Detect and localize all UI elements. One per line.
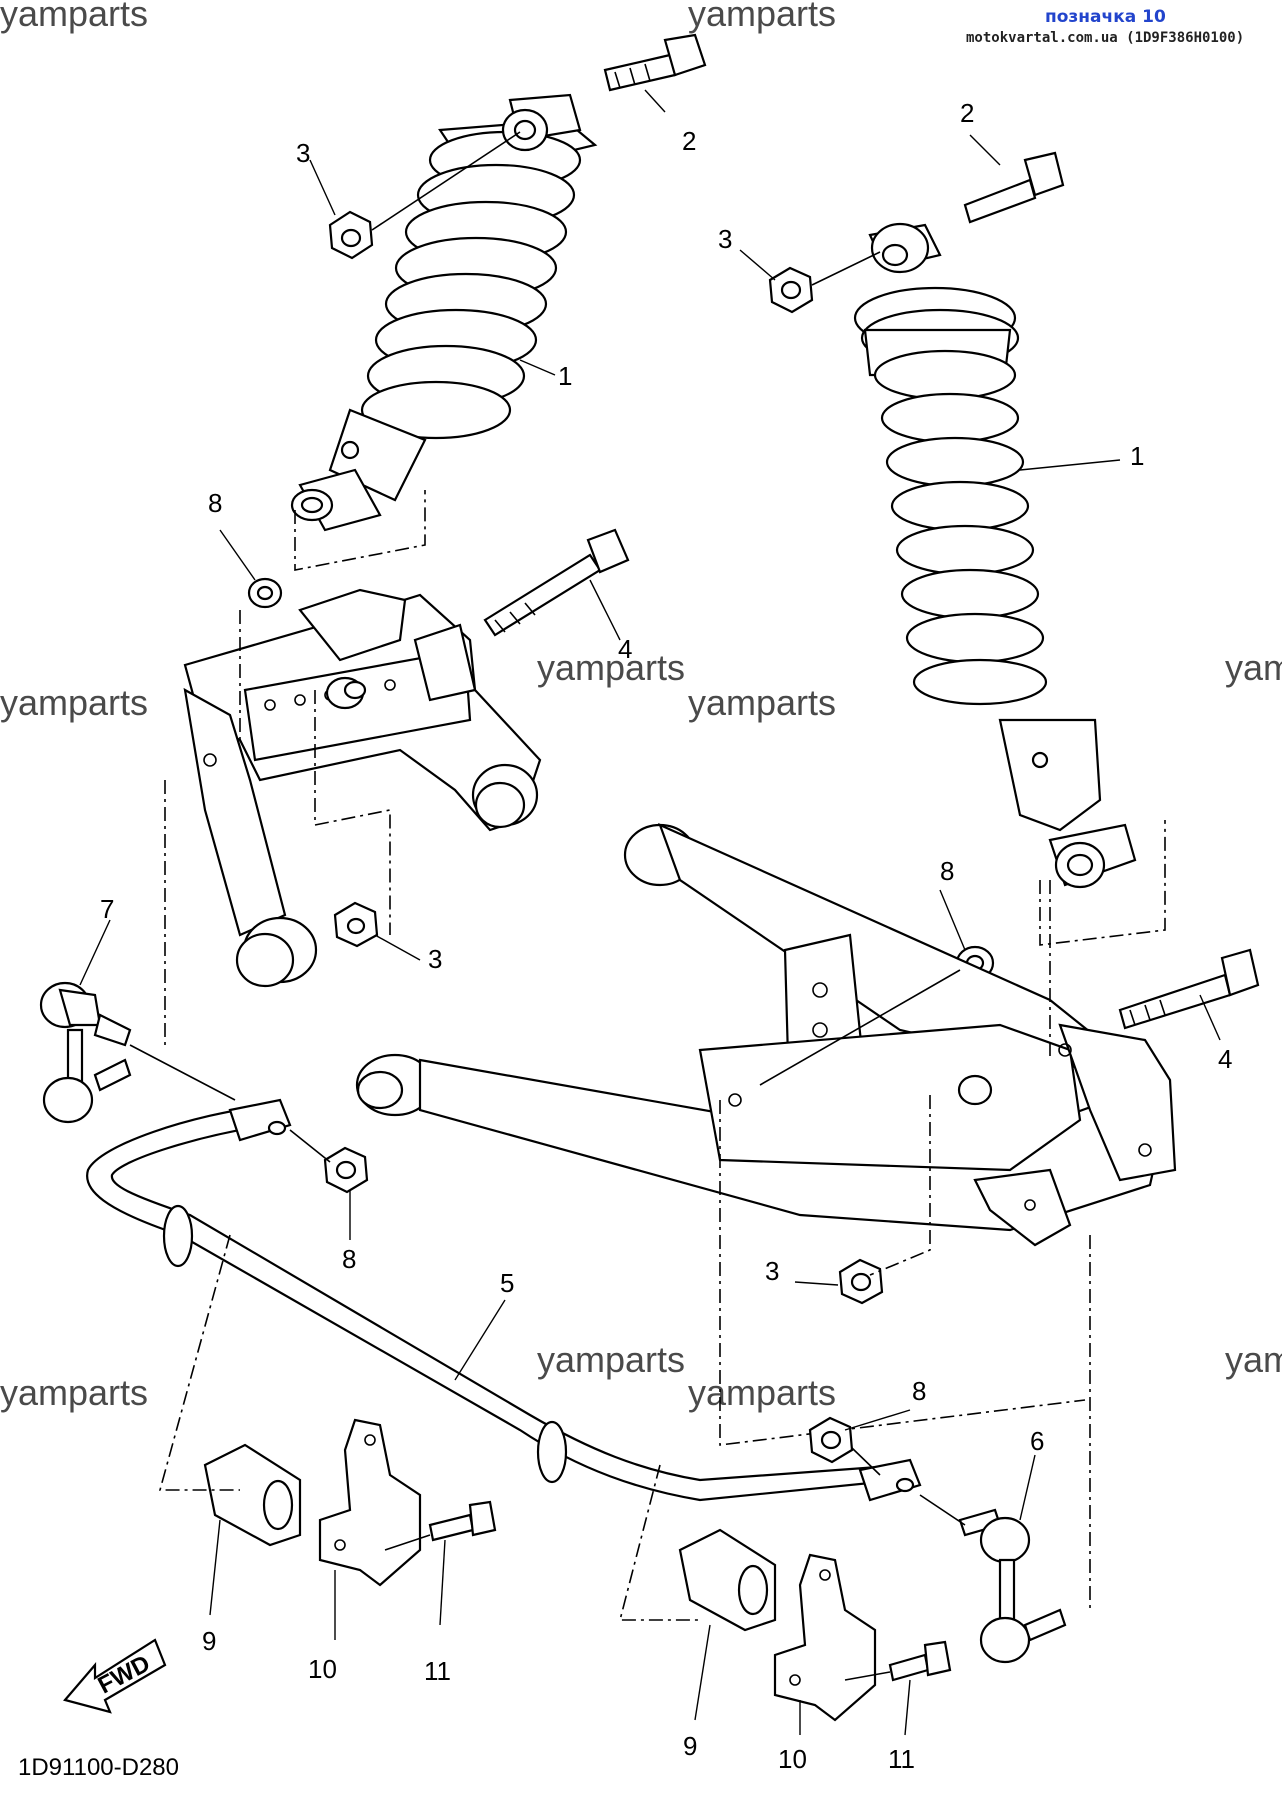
callout-2-right: 2 bbox=[960, 98, 974, 128]
callout-3-lower-right: 3 bbox=[765, 1256, 779, 1286]
nut-8-bar-left bbox=[323, 1146, 369, 1194]
callout-11-left: 11 bbox=[424, 1656, 451, 1686]
callout-2-left: 2 bbox=[682, 126, 696, 156]
callout-8-upper-left: 8 bbox=[208, 488, 222, 518]
callout-9-right: 9 bbox=[683, 1731, 697, 1761]
nut-3-lower-right bbox=[838, 1258, 884, 1305]
callout-6: 6 bbox=[1030, 1426, 1044, 1456]
watermark: yamparts bbox=[0, 1372, 148, 1413]
stabilizer-link-right bbox=[958, 1508, 1067, 1664]
stabilizer-bar bbox=[86, 1098, 922, 1502]
washer-8-lower-right bbox=[808, 1416, 854, 1464]
bolt-2-right bbox=[963, 151, 1065, 224]
callout-8-lower-right: 8 bbox=[912, 1376, 926, 1406]
bracket-10-right bbox=[773, 1553, 877, 1722]
nut-3-upper-right bbox=[768, 266, 814, 314]
watermark: yamparts bbox=[0, 682, 148, 723]
callout-11-right: 11 bbox=[888, 1744, 915, 1774]
watermark: yamparts bbox=[688, 682, 836, 723]
washer-8-upper-left bbox=[247, 577, 283, 609]
bolt-11-left bbox=[428, 1500, 497, 1542]
watermark: yamparts bbox=[0, 0, 148, 34]
callout-4-right: 4 bbox=[1218, 1044, 1232, 1074]
lower-arm-right bbox=[355, 822, 1177, 1247]
shock-absorber-left bbox=[290, 93, 598, 532]
callout-7: 7 bbox=[100, 894, 114, 924]
bracket-10-left bbox=[318, 1418, 422, 1587]
callout-1-right: 1 bbox=[1130, 441, 1144, 471]
callout-3-mid-left: 3 bbox=[428, 944, 442, 974]
fwd-label: FWD bbox=[94, 1650, 155, 1699]
diagram-code: 1D91100-D280 bbox=[18, 1754, 179, 1781]
callout-10-left: 10 bbox=[308, 1654, 337, 1684]
watermark: yamparts bbox=[1225, 647, 1282, 688]
upper-arm-left bbox=[183, 588, 542, 988]
nut-3-mid-left bbox=[333, 901, 379, 948]
watermark: yamparts bbox=[1225, 1339, 1282, 1380]
callout-1-left: 1 bbox=[558, 361, 572, 391]
stabilizer-link-left bbox=[39, 981, 132, 1124]
bushing-9-right bbox=[678, 1528, 777, 1632]
callout-4-left: 4 bbox=[618, 634, 632, 664]
callout-3-upper-left: 3 bbox=[296, 138, 310, 168]
shock-absorber-right bbox=[853, 222, 1137, 889]
callout-5: 5 bbox=[500, 1268, 514, 1298]
callout-8-right: 8 bbox=[940, 856, 954, 886]
header-source: motokvartal.com.ua (1D9F386H0100) bbox=[966, 30, 1244, 46]
callout-3-upper-right: 3 bbox=[718, 224, 732, 254]
bolt-11-right bbox=[888, 1640, 952, 1682]
watermark: yamparts bbox=[537, 1339, 685, 1380]
callout-10-right: 10 bbox=[778, 1744, 807, 1774]
callout-9-left: 9 bbox=[202, 1626, 216, 1656]
bushing-9-left bbox=[203, 1443, 302, 1547]
header-label[interactable]: позначка 10 bbox=[1045, 7, 1166, 27]
watermark: yamparts bbox=[688, 0, 836, 34]
fwd-arrow-icon: FWD bbox=[63, 1638, 167, 1714]
bolt-4-left bbox=[483, 528, 630, 637]
bolt-4-right bbox=[1118, 948, 1260, 1030]
nut-3-upper-left bbox=[328, 210, 374, 260]
watermark: yamparts bbox=[688, 1372, 836, 1413]
callout-8-bar-left: 8 bbox=[342, 1244, 356, 1274]
watermark: yamparts bbox=[537, 647, 685, 688]
bolt-2-left bbox=[603, 33, 707, 92]
